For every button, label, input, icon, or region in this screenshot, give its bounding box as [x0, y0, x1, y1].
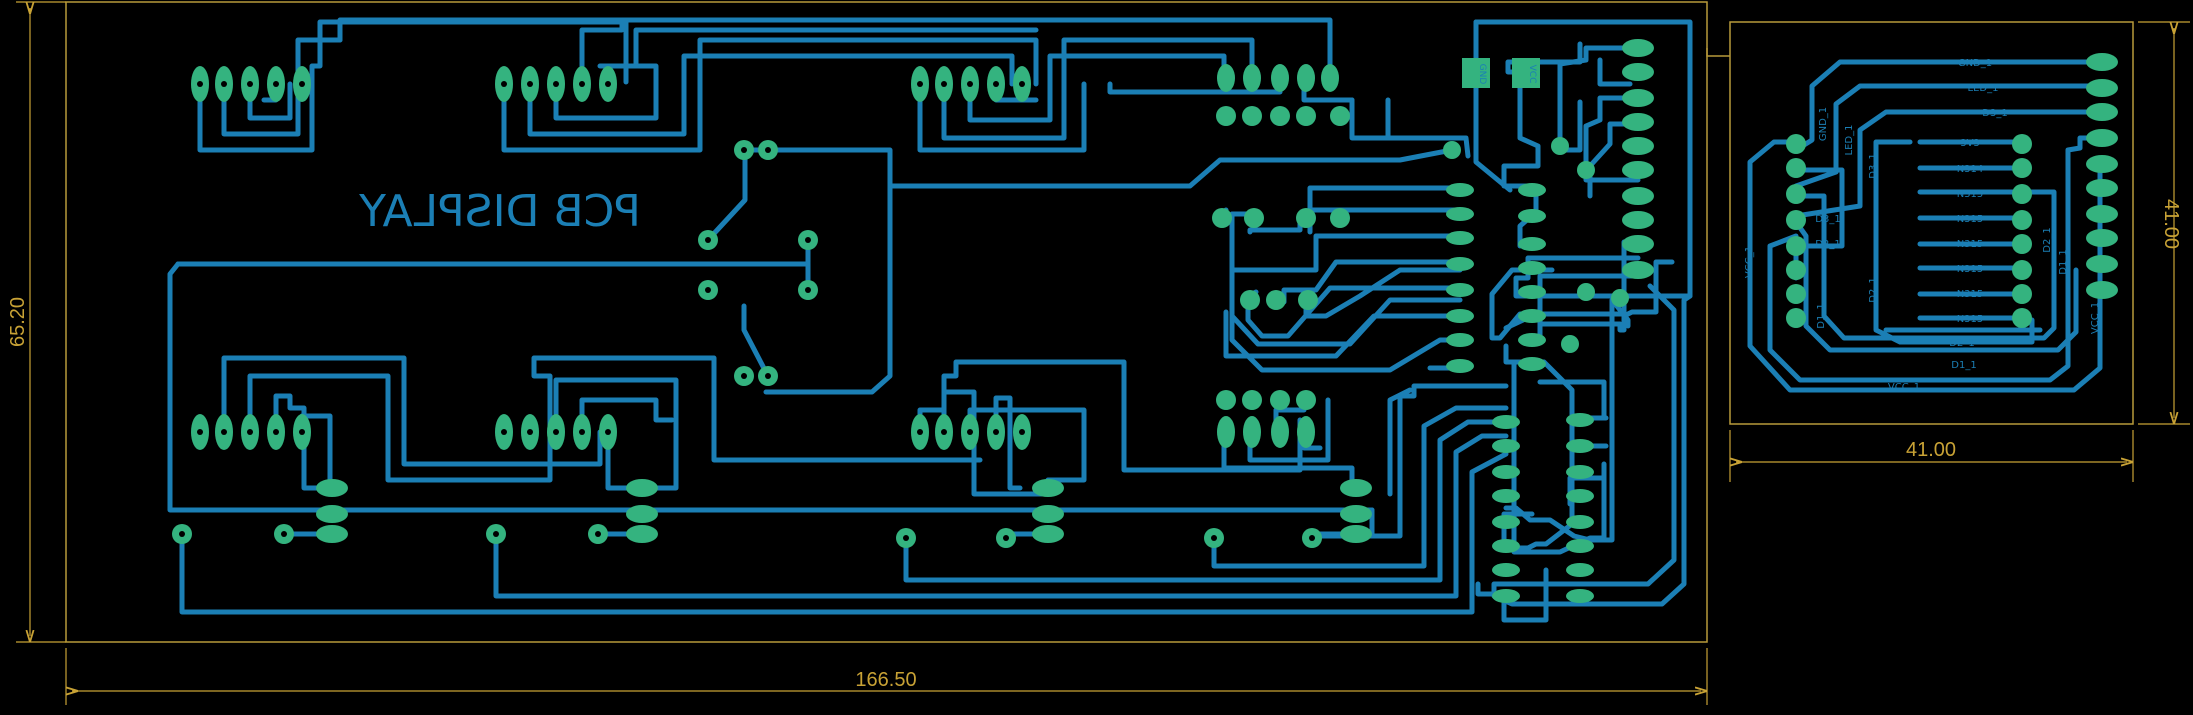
label-n315-c: N315: [1957, 239, 1984, 250]
label-d3-mid: D3_1: [1815, 214, 1840, 225]
sub-dimension-height-label: 41.00: [2160, 199, 2182, 249]
header-bottom-1: [191, 414, 311, 450]
sub-dimension-width-label: 41.00: [1906, 439, 1956, 461]
gnd-square-pad: [1462, 58, 1490, 88]
sub-board-traces: [1747, 59, 2103, 393]
main-pads: [172, 39, 1654, 603]
resistor-pads: [172, 141, 1461, 548]
label-vcc-left: VCC_1: [1744, 246, 1755, 278]
label-d3-top: D3_1: [1982, 108, 2007, 119]
label-n315-d: N315: [1957, 264, 1984, 275]
dimension-height-label: 65.20: [7, 297, 29, 347]
pad-holes: [179, 81, 1315, 541]
label-vcc-bottom: VCC_1: [1888, 382, 1920, 393]
transistor-pads: [316, 479, 1372, 543]
sub-right-pins: [2012, 134, 2032, 328]
header-top-4: [1216, 64, 1350, 126]
label-n314: N314: [1957, 164, 1984, 175]
board-outline: [65, 1, 2134, 643]
vcc-pad-label: VCC: [1527, 65, 1537, 84]
label-led-top: LED_1: [1968, 83, 1999, 94]
label-3v3: 3V3: [1960, 138, 1980, 149]
label-d1-left: D1_1: [1816, 303, 1827, 328]
label-n315-f: N315: [1957, 314, 1984, 325]
board-title: PCB DISPLAY: [359, 186, 641, 237]
header-bottom-4: [1216, 390, 1316, 448]
sub-left-pins: [1786, 134, 1806, 328]
right-header-pads: [1622, 39, 1654, 279]
sub-board-labels: GND_1 LED_1 D3_1 3V3 N314 N315 N315 N315…: [1744, 58, 2101, 393]
display-connector-pads: [1446, 183, 1474, 373]
center-switch-pads: [698, 140, 818, 386]
dimension-lines: [16, 1, 2190, 705]
sub-board-pads: [1786, 53, 2118, 328]
main-traces: [167, 17, 1693, 623]
label-gnd-side: GND_1: [1818, 107, 1829, 141]
dimension-width-label: 166.50: [855, 669, 916, 691]
gnd-pad-label: GND: [1477, 64, 1487, 85]
label-d2-v: D2_1: [1868, 277, 1879, 302]
label-d3-side: D3_1: [1868, 153, 1879, 178]
label-n315-b: N315: [1957, 214, 1984, 225]
label-led-side: LED_1: [1844, 125, 1855, 156]
label-d1-bottom: D1_1: [1951, 360, 1976, 371]
vcc-square-pad: [1512, 58, 1540, 88]
ic-pads: [1492, 137, 1629, 603]
label-d2-right: D2_1: [2042, 227, 2053, 252]
sub-right-header: [2086, 53, 2118, 299]
label-vcc-right: VCC_1: [2090, 302, 2101, 334]
label-d2-mid: D2_1: [1815, 239, 1840, 250]
label-gnd-top: GND_1: [1958, 58, 1992, 69]
label-n315-a: N315: [1957, 189, 1984, 200]
label-d1-right: D1_1: [2058, 249, 2069, 274]
label-n315-e: N315: [1957, 289, 1984, 300]
label-d2-bottom: D2_1: [1949, 338, 1974, 349]
